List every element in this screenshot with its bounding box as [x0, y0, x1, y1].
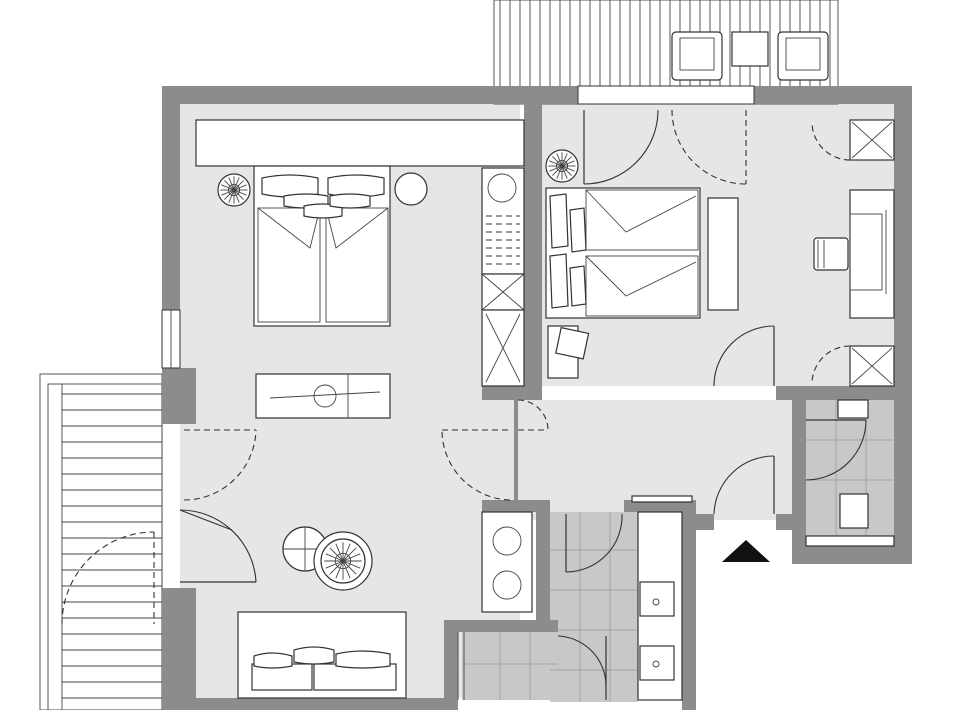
desk	[849, 189, 895, 319]
bedroom-furniture	[545, 119, 895, 387]
plant-icon	[545, 149, 579, 183]
wardrobe	[195, 119, 525, 167]
bedroom-bed	[545, 187, 701, 319]
desk-chair	[813, 237, 849, 271]
washer-dryer	[481, 511, 533, 613]
balcony-chair-right	[777, 31, 829, 81]
balcony-table	[731, 31, 769, 67]
doors	[61, 109, 867, 700]
balcony-chair-left	[671, 31, 723, 81]
side-table	[394, 172, 428, 206]
bedroom-bench	[707, 197, 739, 311]
bench	[255, 373, 391, 419]
plant-icon	[217, 173, 251, 207]
walls	[162, 86, 912, 710]
left-balcony	[39, 373, 163, 710]
bathroom-floor	[550, 512, 638, 702]
bathroom-fixtures	[457, 399, 895, 701]
north-arrow-triangle-icon	[722, 540, 770, 562]
plant-icon	[320, 538, 366, 584]
windows	[161, 85, 755, 369]
living-room-furniture	[195, 119, 525, 699]
wc-sink	[837, 399, 869, 419]
toilet	[839, 493, 869, 529]
